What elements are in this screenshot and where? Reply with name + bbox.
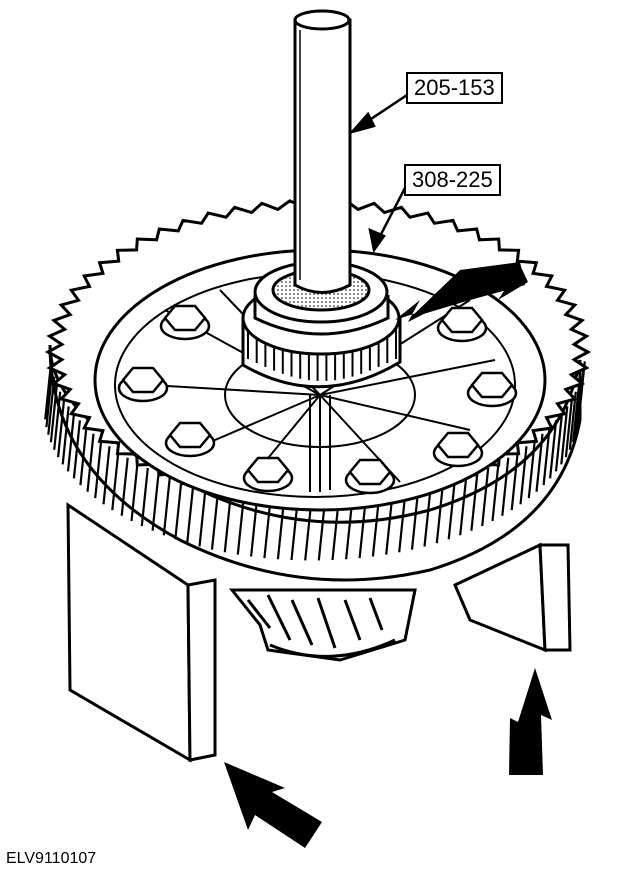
gear-tooth (481, 467, 490, 527)
gear-tooth (102, 446, 111, 505)
bolt-head (159, 304, 211, 341)
gear-tooth (290, 501, 299, 561)
gear-tooth (111, 451, 120, 511)
gear-tooth (435, 484, 444, 544)
leader-205-153 (348, 93, 408, 135)
gear-tooth (162, 477, 171, 536)
gear-tooth (72, 420, 81, 479)
gear-tooth (151, 472, 160, 531)
gear-tooth (447, 481, 456, 540)
gear-tooth (491, 462, 500, 522)
gear-tooth (574, 376, 583, 435)
gear-tooth (572, 384, 581, 443)
gear-tooth (236, 496, 245, 555)
figure-id: ELV9110107 (6, 850, 97, 867)
gear-tooth (568, 391, 577, 450)
gear-tooth (398, 494, 407, 553)
gear-tooth (66, 413, 76, 472)
support-direction-arrow (509, 668, 552, 775)
gear-tooth (410, 491, 420, 550)
gear-tooth (186, 484, 195, 544)
gear-bolts (117, 304, 518, 495)
gear-tooth (86, 433, 95, 492)
gear-tooth (535, 433, 544, 492)
pinion-gear (228, 588, 417, 662)
bolt-head (344, 458, 396, 495)
bolt-head (242, 456, 294, 493)
gear-tooth (470, 472, 479, 531)
gear-tooth (317, 502, 326, 561)
installer-shaft (293, 9, 352, 294)
gear-tooth (276, 501, 285, 560)
bolt-head (117, 366, 169, 403)
support-direction-arrow (224, 762, 322, 848)
gear-tooth (57, 398, 66, 458)
left-support-block (66, 502, 217, 763)
gear-tooth (304, 502, 313, 561)
gear-tooth (130, 462, 139, 522)
gear-tooth (554, 413, 564, 472)
gear-tooth (385, 496, 394, 555)
gear-tooth (250, 498, 259, 557)
gear-tooth (79, 426, 88, 486)
gear-tooth (564, 398, 573, 458)
gear-tooth (94, 439, 103, 499)
gear-tooth (49, 384, 58, 443)
gear-tooth (120, 457, 129, 516)
right-support-block (453, 542, 572, 653)
gear-tooth (223, 494, 232, 553)
gear-tooth (527, 439, 536, 499)
gear-tooth (549, 420, 558, 479)
bolt-head (432, 431, 484, 468)
gear-tooth (560, 406, 569, 465)
gear-tooth (61, 406, 70, 465)
gear-tooth (501, 457, 510, 516)
leader-308-225 (368, 187, 407, 254)
gear-tooth (423, 488, 432, 547)
gear-tooth (53, 391, 62, 450)
gear-tooth (210, 491, 220, 550)
callout-205-153: 205-153 (406, 72, 503, 104)
gear-tooth (44, 361, 53, 420)
gear-tooth (510, 451, 519, 511)
gear-tooth (459, 477, 468, 536)
gear-tooth (47, 376, 56, 435)
gear-tooth (358, 499, 367, 559)
gear-tooth (345, 501, 354, 560)
gear-tooth (174, 481, 183, 540)
bolt-head (436, 306, 488, 343)
gear-tooth (519, 446, 528, 505)
callout-308-225: 308-225 (404, 164, 501, 196)
gear-tooth (263, 499, 272, 559)
press-direction-arrow (395, 262, 528, 322)
gear-tooth (576, 368, 585, 428)
gear-tooth (45, 368, 54, 428)
gear-tooth (198, 488, 207, 547)
bolt-head (164, 421, 216, 458)
gear-tooth (140, 467, 149, 527)
gear-tooth (371, 498, 380, 557)
bolt-head (466, 371, 518, 408)
gear-tooth (542, 426, 551, 486)
gear-tooth (331, 501, 340, 561)
